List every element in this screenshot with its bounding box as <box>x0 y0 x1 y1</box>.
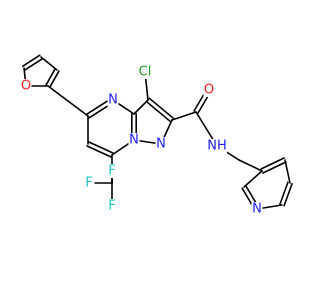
chlorine-label-background <box>135 65 155 79</box>
double-bond-py1-py2 <box>260 157 285 170</box>
furan-oxygen-label-background <box>20 79 32 93</box>
bridgehead-nitrogen-label-background <box>128 133 140 147</box>
furan-oxygen-label: O <box>21 79 31 94</box>
single-bond-py2-py3 <box>284 159 291 184</box>
fluorine-top-label-background <box>106 164 118 178</box>
double-bond-furC2-furC3 <box>22 54 41 67</box>
pyridine-nitrogen-label-background <box>251 202 263 216</box>
carbonyl-oxygen-label-background <box>203 83 215 97</box>
bond-layer <box>22 54 293 211</box>
amide-nitrogen-label-background <box>207 139 227 153</box>
double-bond-py3-py4-second <box>279 181 289 206</box>
fluorine-left-label: F <box>85 176 92 191</box>
double-bond-furC2-furC3-second <box>24 58 43 71</box>
molecule-structure: O N ClO N N NH N F F F <box>20 54 293 217</box>
double-bond-py3-py4 <box>283 182 293 207</box>
double-bond-furC4-furC5 <box>49 70 60 88</box>
bridgehead-nitrogen-label: N <box>129 133 139 148</box>
double-bond-furC4-furC5-second <box>45 68 56 86</box>
pyrimidine-nitrogen-label: N <box>108 93 118 108</box>
double-bond-py1-py2-second <box>262 161 287 174</box>
amide-nitrogen-label: NH <box>207 139 227 154</box>
fluorine-left-label-background <box>83 176 95 190</box>
single-bond-c2-cam <box>171 111 197 121</box>
single-bond-furC5-c5 <box>47 85 89 117</box>
double-bond-c3-c2 <box>148 97 175 120</box>
double-bond-c7-c6-second <box>88 141 114 154</box>
carbonyl-oxygen-label: O <box>204 83 214 98</box>
single-bond-c3a-c3 <box>133 99 149 115</box>
atom-label-layer: O N ClO N N NH N F F F <box>20 65 263 217</box>
chlorine-label: Cl <box>139 65 152 80</box>
pyrazole-nitrogen-label: N <box>156 137 166 152</box>
double-bond-c3-c2-second <box>145 100 172 123</box>
single-bond-furC3-furC4 <box>40 56 58 71</box>
single-bond-ch2-py1 <box>238 159 263 172</box>
double-bond-c7-c6 <box>86 145 112 158</box>
pyrimidine-nitrogen-label-background <box>107 93 119 107</box>
fluorine-top-label: F <box>108 164 115 179</box>
single-bond-py6-py1 <box>243 170 263 188</box>
fluorine-bottom-label: F <box>108 199 115 214</box>
pyrazole-nitrogen-label-background <box>155 137 167 151</box>
pyridine-nitrogen-label: N <box>252 202 262 217</box>
fluorine-bottom-label-background <box>106 199 118 213</box>
